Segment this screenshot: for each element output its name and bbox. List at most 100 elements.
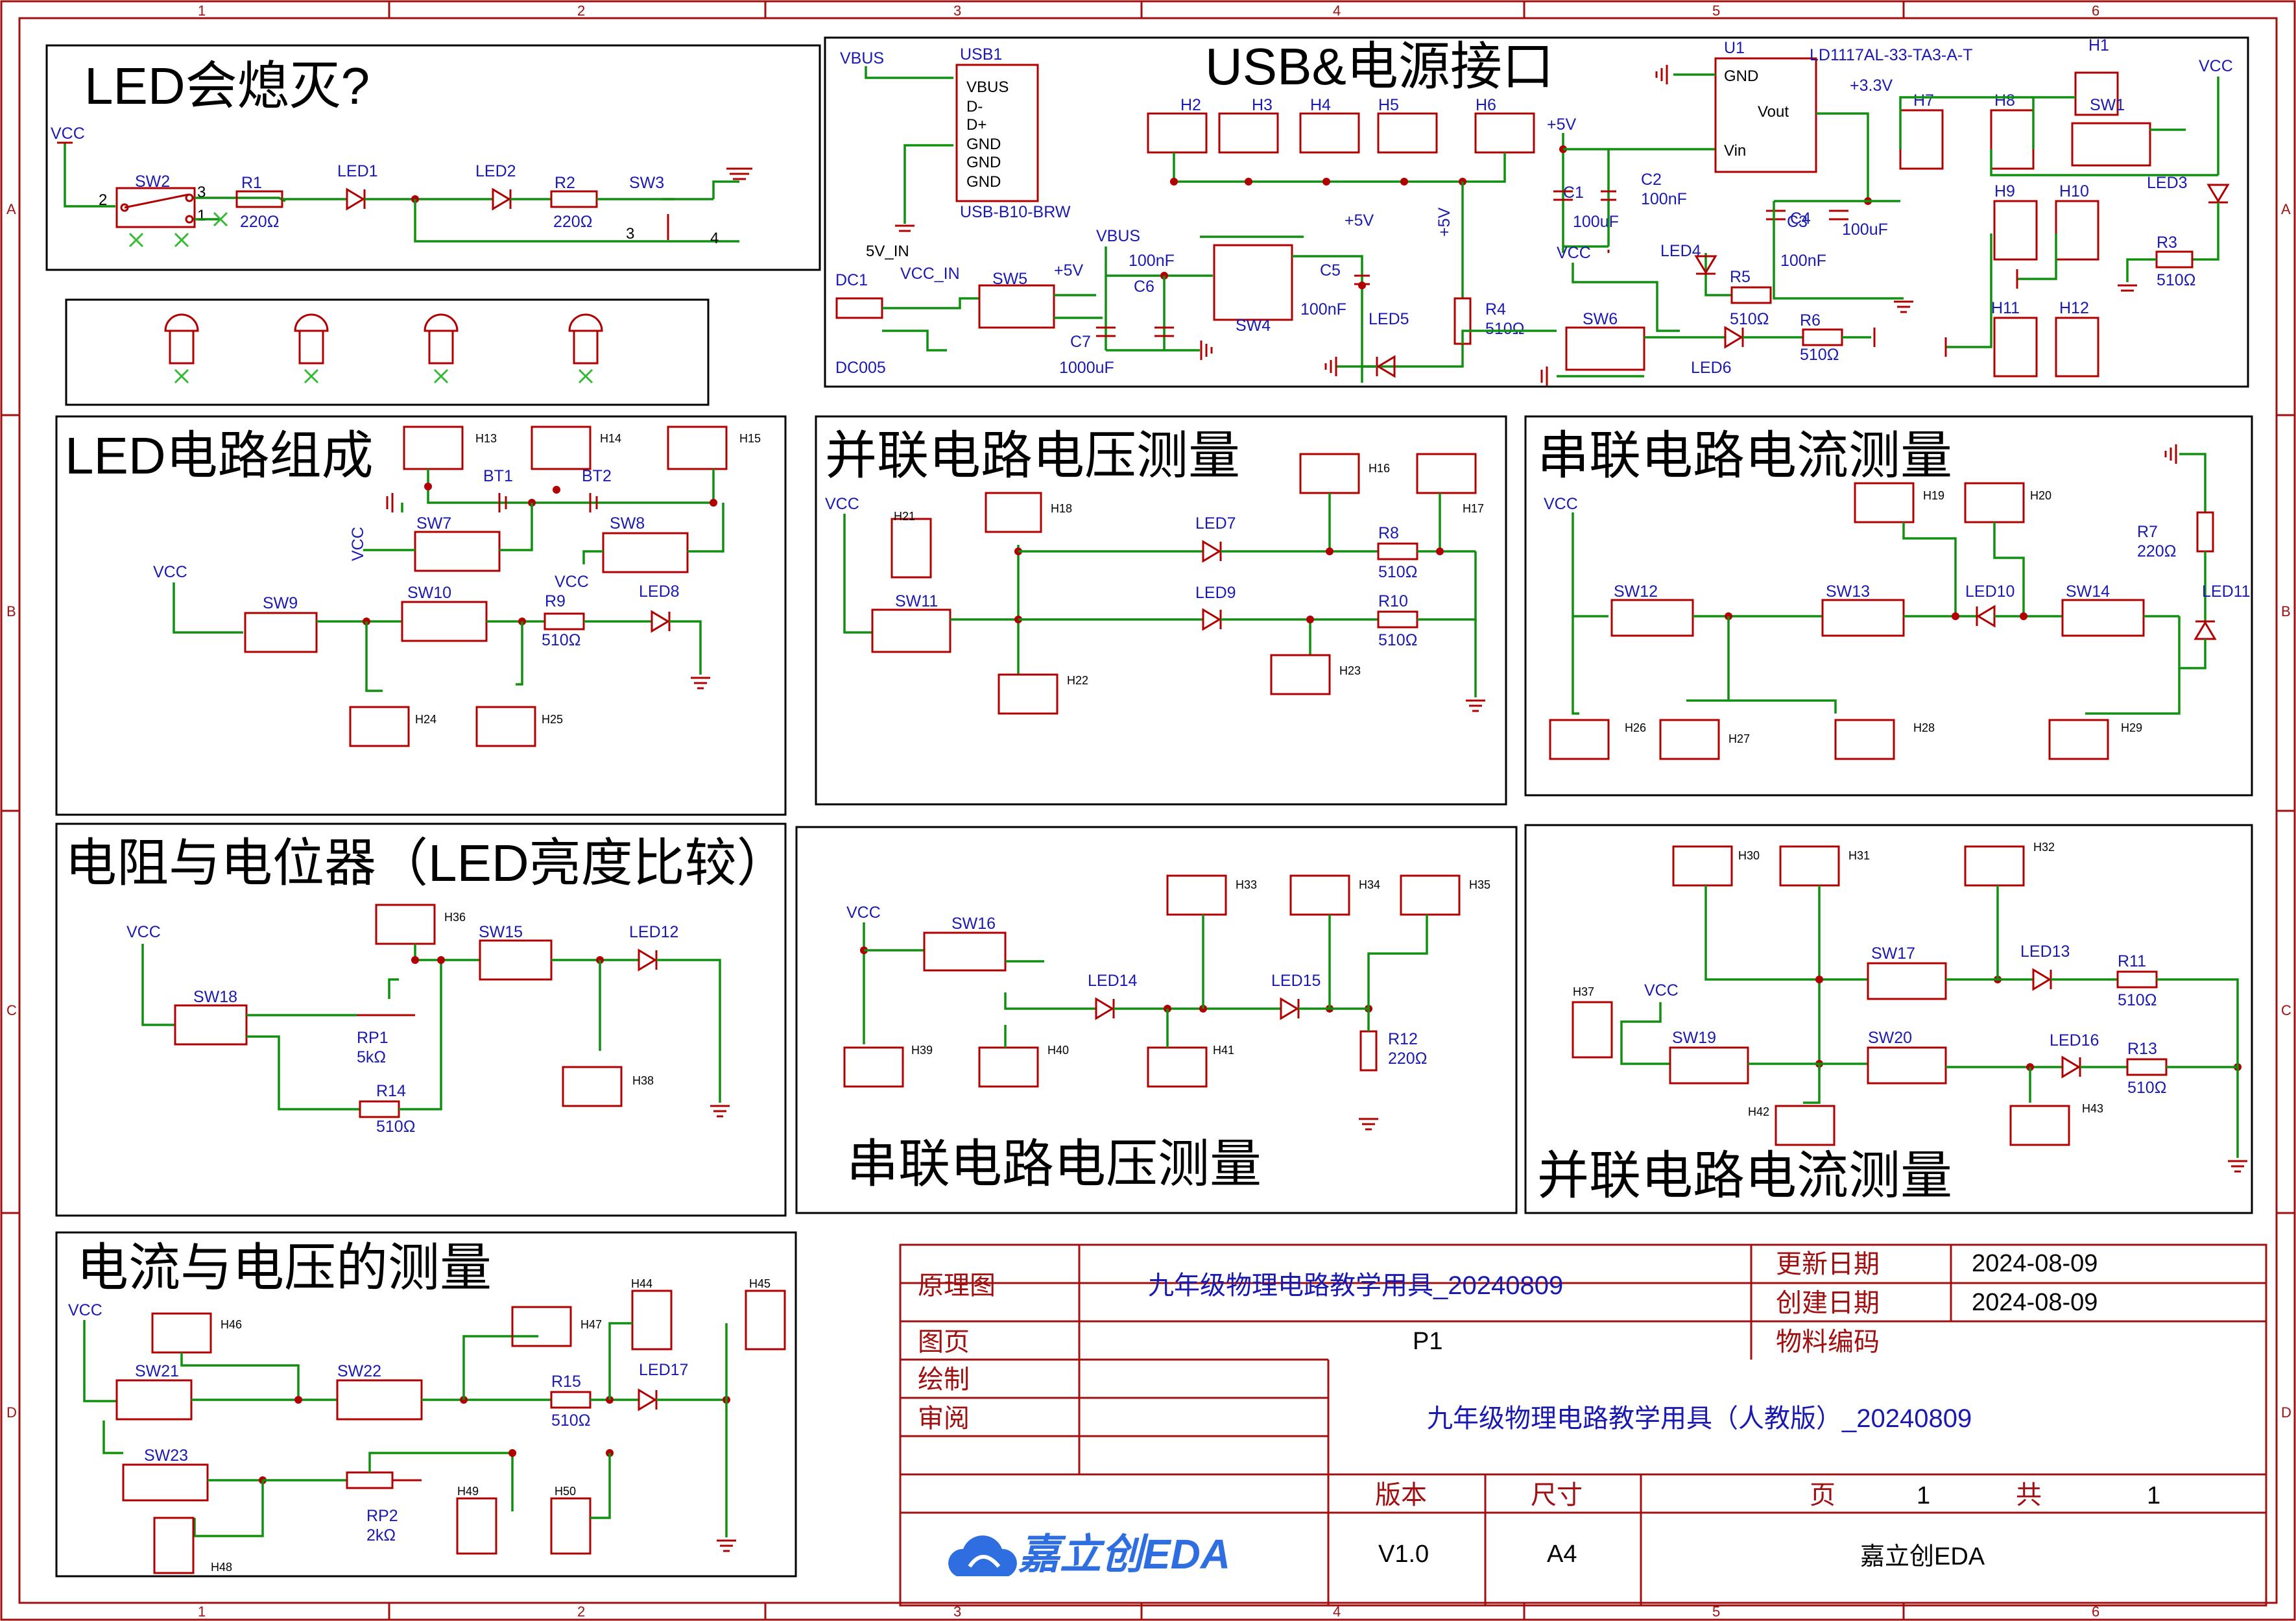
block-resistor-pot: 电阻与电位器（LED亮度比较） VCC SW18 RP1 5kΩ R14 510…	[55, 823, 789, 1217]
tb-created: 2024-08-09	[1972, 1289, 2098, 1316]
part-ref: LED11	[2202, 582, 2251, 601]
part-ref: H14	[600, 432, 621, 445]
part-value: 220Ω	[1388, 1050, 1427, 1068]
part-ref: H44	[631, 1277, 652, 1290]
part-ref: R14	[376, 1082, 406, 1100]
block-title: USB&电源接口	[1205, 38, 1554, 95]
part-ref: C4	[1790, 210, 1811, 228]
part-ref: H37	[1573, 985, 1594, 998]
col-label: 4	[1333, 1603, 1341, 1620]
tb-label: 图页	[918, 1328, 970, 1356]
net-label: VCC	[153, 563, 187, 581]
header-group-h2-h6: H2 H3 H4 H5 H6	[1147, 96, 1535, 186]
part-ref: H39	[911, 1044, 933, 1057]
part-ref: H25	[542, 713, 563, 726]
part-ref: H23	[1339, 664, 1361, 677]
part-value: 220Ω	[240, 213, 279, 231]
part-value: 510Ω	[1485, 320, 1524, 338]
part-ref: H42	[1748, 1105, 1769, 1118]
part-ref: SW8	[610, 514, 645, 533]
part-ref: SW20	[1868, 1029, 1912, 1047]
svg-text:GND: GND	[1724, 67, 1758, 85]
part-value: USB-B10-BRW	[960, 203, 1071, 221]
tb-company: 嘉立创EDA	[1860, 1543, 1985, 1570]
svg-text:D+: D+	[966, 116, 987, 134]
col-label: 2	[577, 1603, 585, 1620]
net-label: VCC	[555, 573, 589, 591]
block-series-current: 串联电路电流测量 VCC SW12 SW13 LED10 SW14 H19 H2…	[1524, 415, 2253, 797]
part-ref: LED6	[1691, 359, 1732, 377]
block-parallel-voltage: 并联电路电压测量 VCC H21 SW11 H18 LED7 R8 510Ω H…	[815, 415, 1507, 806]
part-ref: R5	[1730, 268, 1751, 286]
col-label: 6	[2092, 1603, 2099, 1620]
part-ref: H35	[1469, 878, 1490, 891]
part-ref: U1	[1724, 39, 1745, 57]
part-ref: H6	[1476, 96, 1496, 114]
part-ref: H50	[555, 1485, 576, 1498]
tb-pg: 1	[1917, 1482, 1930, 1509]
svg-text:VBUS: VBUS	[966, 78, 1009, 96]
block-title: 电阻与电位器（LED亮度比较）	[65, 834, 789, 892]
part-value: 5kΩ	[357, 1048, 386, 1066]
block-title: 并联电路电压测量	[825, 427, 1240, 485]
part-ref: R9	[545, 592, 566, 610]
part-ref: H41	[1213, 1044, 1234, 1057]
part-ref: R1	[241, 174, 262, 192]
row-label: B	[2281, 603, 2291, 619]
tb-label: 尺寸	[1531, 1481, 1583, 1509]
part-ref: C2	[1641, 171, 1662, 189]
part-value: 510Ω	[2118, 991, 2157, 1009]
part-ref: H7	[1913, 91, 1934, 110]
logo-text: 嘉立创EDA	[1018, 1531, 1230, 1578]
part-ref: R3	[2157, 234, 2177, 252]
part-value: 220Ω	[553, 213, 592, 231]
part-ref: C5	[1320, 261, 1341, 280]
part-ref: SW3	[629, 174, 664, 192]
part-ref: H28	[1913, 721, 1935, 734]
part-ref: R15	[551, 1373, 581, 1391]
part-ref: H33	[1236, 878, 1257, 891]
part-ref: H18	[1051, 502, 1072, 515]
part-ref: SW5	[992, 270, 1027, 288]
part-value: 510Ω	[1378, 631, 1417, 649]
block-title: 串联电路电流测量	[1537, 427, 1952, 485]
part-ref: H2	[1180, 96, 1201, 114]
part-ref: H10	[2059, 182, 2089, 200]
part-ref: H8	[1994, 91, 2015, 110]
part-ref: H16	[1369, 462, 1390, 475]
svg-text:GND: GND	[966, 154, 1001, 171]
part-ref: SW22	[337, 1362, 381, 1380]
part-ref: SW19	[1672, 1029, 1716, 1047]
net-label: +5V	[1435, 207, 1453, 237]
tb-title: 九年级物理电路教学用具_20240809	[1148, 1271, 1563, 1300]
part-ref: SW4	[1236, 317, 1271, 335]
part-ref: H26	[1625, 721, 1646, 734]
part-ref: SW14	[2066, 582, 2110, 601]
part-ref: H34	[1359, 878, 1380, 891]
part-ref: SW21	[135, 1362, 179, 1380]
tb-size: A4	[1547, 1541, 1577, 1568]
part-ref: H40	[1047, 1044, 1069, 1057]
part-ref: H15	[739, 432, 761, 445]
net-label: +5V	[1345, 211, 1374, 230]
part-ref: LED2	[475, 162, 516, 180]
row-label: B	[6, 603, 16, 619]
net-label: VCC	[1557, 244, 1591, 262]
part-ref: C1	[1563, 184, 1584, 202]
part-ref: H24	[415, 713, 436, 726]
part-ref: LED10	[1965, 582, 2015, 601]
col-label: 4	[1333, 3, 1341, 19]
col-label: 3	[953, 1603, 961, 1620]
part-ref: C3	[1787, 213, 1808, 231]
part-ref: H31	[1848, 849, 1870, 862]
part-ref: SW10	[407, 584, 451, 602]
part-ref: H9	[1994, 182, 2015, 200]
tb-label: 共	[2016, 1481, 2042, 1509]
net-label: VCC_IN	[900, 265, 960, 283]
part-ref: H13	[475, 432, 497, 445]
part-value: 510Ω	[551, 1411, 590, 1430]
net-label: VCC	[68, 1301, 102, 1319]
part-ref: H27	[1728, 732, 1750, 745]
net-label: VBUS	[840, 49, 884, 67]
